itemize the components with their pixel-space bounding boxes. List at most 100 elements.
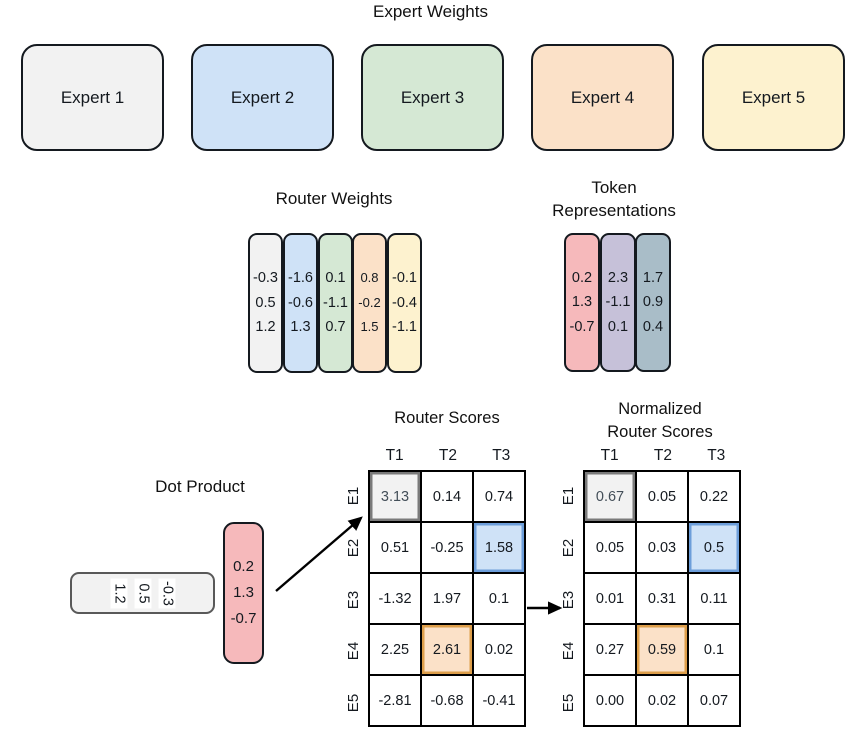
token-title-line2: Representations — [552, 201, 676, 220]
score-cell: 0.07 — [687, 674, 741, 727]
col-header-t1: T1 — [385, 447, 404, 464]
row-label-e2: E2 — [344, 538, 362, 558]
score-cell-highlighted: 2.61 — [420, 623, 474, 676]
table-row: 0.05 0.03 0.5 — [583, 521, 741, 574]
score-cell: -1.32 — [368, 572, 422, 625]
expert-3-label: Expert 3 — [400, 87, 465, 107]
expert-5-box: Expert 5 — [702, 44, 845, 151]
score-cell: -2.81 — [368, 674, 422, 727]
score-cell: 0.03 — [635, 521, 689, 574]
score-cell: 0.14 — [420, 470, 474, 523]
value: -0.3 — [253, 270, 278, 287]
value: -1.1 — [605, 294, 631, 311]
table-row: -2.81 -0.68 -0.41 — [368, 674, 526, 727]
col-header-t3: T3 — [492, 447, 511, 464]
score-cell: 0.02 — [472, 623, 526, 676]
router-scores-title: Router Scores — [394, 409, 500, 427]
value: 0.9 — [642, 294, 664, 311]
score-cell: 0.51 — [368, 521, 422, 574]
table-row: 0.67 0.05 0.22 — [583, 470, 741, 523]
normalized-col-headers: T1 T2 T3 — [583, 447, 743, 465]
score-cell-highlighted: 3.13 — [368, 470, 422, 523]
normalized-router-scores-title: Normalized Router Scores — [560, 398, 760, 444]
token-3-column: 1.7 0.9 0.4 — [635, 233, 671, 372]
col-header-t2: T2 — [438, 447, 457, 464]
expert-1-box: Expert 1 — [21, 44, 164, 151]
rotated-value: 1.2 — [110, 578, 127, 608]
score-cell: 0.74 — [472, 470, 526, 523]
value: 1.3 — [571, 294, 593, 311]
normalized-router-scores-table: 0.67 0.05 0.22 0.05 0.03 0.5 0.01 0.31 0… — [583, 470, 741, 727]
router-weight-column-3: 0.1 -1.1 0.7 — [318, 233, 353, 373]
normalized-title-line1: Normalized — [618, 400, 702, 418]
table-row: 2.25 2.61 0.02 — [368, 623, 526, 676]
table-row: 0.51 -0.25 1.58 — [368, 521, 526, 574]
row-label-e3: E3 — [559, 590, 577, 610]
row-label-e3: E3 — [344, 590, 362, 610]
value: -0.7 — [569, 318, 595, 335]
dot-product-weight-row: 1.2 0.5 -0.3 — [70, 572, 215, 614]
dot-product-title: Dot Product — [155, 477, 245, 496]
table-row: 0.27 0.59 0.1 — [583, 623, 741, 676]
value: 1.3 — [290, 319, 311, 336]
score-cell: 0.05 — [635, 470, 689, 523]
score-cell: 0.05 — [583, 521, 637, 574]
score-cell: 0.00 — [583, 674, 637, 727]
token-title-line1: Token — [591, 178, 637, 197]
col-header-t3: T3 — [707, 447, 726, 464]
normalized-title-line2: Router Scores — [607, 423, 713, 441]
value: -1.1 — [392, 319, 417, 336]
expert-2-box: Expert 2 — [191, 44, 334, 151]
expert-weights-title: Expert Weights — [373, 2, 488, 21]
row-label-e4: E4 — [559, 641, 577, 661]
score-cell: 0.11 — [687, 572, 741, 625]
value: 1.7 — [642, 269, 664, 286]
col-header-t1: T1 — [600, 447, 619, 464]
score-cell-highlighted: 0.5 — [687, 521, 741, 574]
value: 1.5 — [360, 319, 379, 335]
table-row: -1.32 1.97 0.1 — [368, 572, 526, 625]
rotated-value: 0.5 — [134, 578, 151, 608]
score-cell: -0.25 — [420, 521, 474, 574]
router-weight-column-1: -0.3 0.5 1.2 — [248, 233, 283, 373]
row-label-e1: E1 — [559, 486, 577, 506]
value: -1.1 — [323, 294, 348, 311]
score-cell: 0.1 — [472, 572, 526, 625]
router-weights-title: Router Weights — [275, 189, 393, 208]
value: -0.6 — [288, 294, 313, 311]
row-label-e5: E5 — [344, 693, 362, 713]
value: 0.8 — [360, 270, 379, 286]
expert-5-label: Expert 5 — [741, 87, 806, 107]
router-scores-table: 3.13 0.14 0.74 0.51 -0.25 1.58 -1.32 1.9… — [368, 470, 526, 727]
table-row: 0.00 0.02 0.07 — [583, 674, 741, 727]
expert-4-box: Expert 4 — [531, 44, 674, 151]
value: 0.7 — [325, 319, 346, 336]
expert-3-box: Expert 3 — [361, 44, 504, 151]
score-cell: 2.25 — [368, 623, 422, 676]
table-row: 3.13 0.14 0.74 — [368, 470, 526, 523]
value: -0.4 — [392, 294, 417, 311]
router-weight-column-2: -1.6 -0.6 1.3 — [283, 233, 318, 373]
score-cell: 0.31 — [635, 572, 689, 625]
score-cell: 0.01 — [583, 572, 637, 625]
value: -0.1 — [392, 270, 417, 287]
row-label-e4: E4 — [344, 641, 362, 661]
router-weight-column-5: -0.1 -0.4 -1.1 — [387, 233, 422, 373]
value: -1.6 — [288, 270, 313, 287]
expert-2-label: Expert 2 — [230, 87, 295, 107]
value: -0.7 — [230, 610, 257, 627]
expert-4-label: Expert 4 — [570, 87, 635, 107]
value: 0.5 — [255, 294, 276, 311]
row-label-e5: E5 — [559, 693, 577, 713]
score-cell: -0.41 — [472, 674, 526, 727]
score-cell: -0.68 — [420, 674, 474, 727]
value: 0.1 — [607, 318, 629, 335]
score-cell: 0.22 — [687, 470, 741, 523]
value: 0.4 — [642, 318, 664, 335]
score-cell-highlighted: 1.58 — [472, 521, 526, 574]
row-label-e2: E2 — [559, 538, 577, 558]
router-weight-column-4: 0.8 -0.2 1.5 — [352, 233, 387, 373]
score-cell: 0.27 — [583, 623, 637, 676]
token-2-column: 2.3 -1.1 0.1 — [600, 233, 636, 372]
score-cell: 0.02 — [635, 674, 689, 727]
